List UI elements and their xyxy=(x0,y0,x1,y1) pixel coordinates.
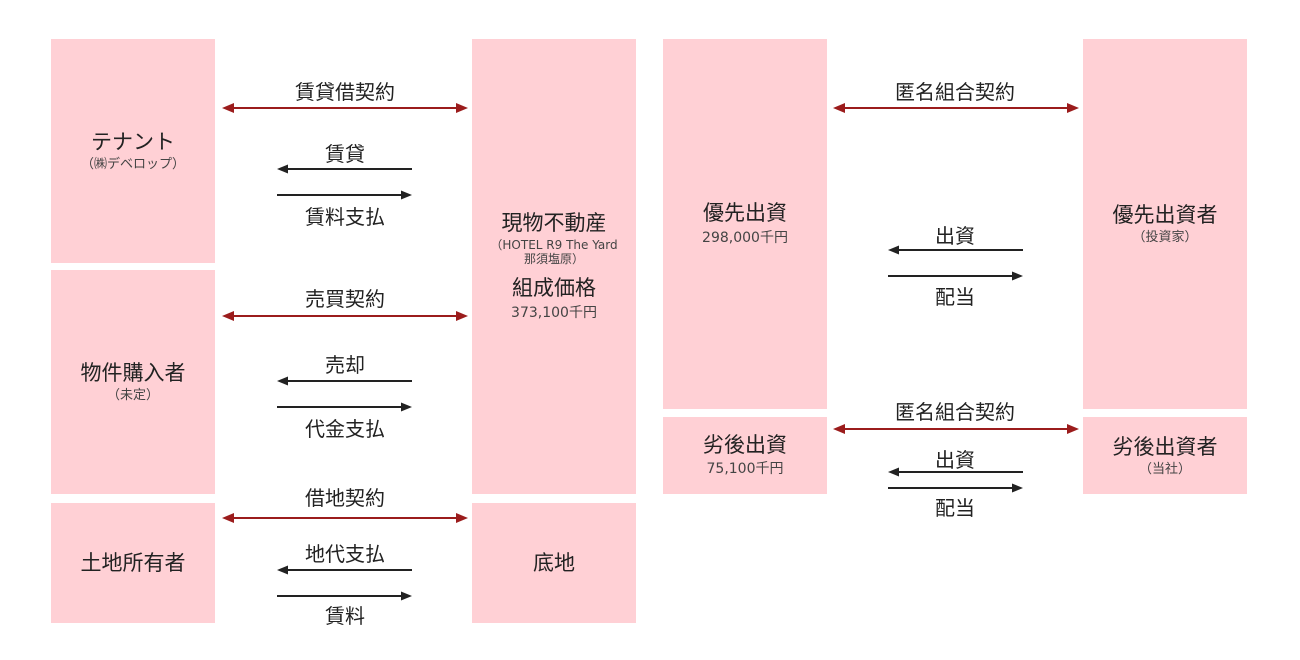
subordinate-equity-box: 劣後出資 75,100千円 xyxy=(663,417,827,494)
property-detail-line2: 那須塩原） xyxy=(523,252,584,266)
senior-investor-name: 優先出資者 xyxy=(1112,203,1218,228)
subordinate-equity-amount: 75,100千円 xyxy=(706,461,784,478)
sub-right-arrow xyxy=(888,483,1023,493)
subordinate-investor-box: 劣後出資者 （当社） xyxy=(1083,417,1247,494)
buyer-sub: （未定） xyxy=(106,388,159,404)
property-price-value: 373,100千円 xyxy=(511,304,597,321)
senior-flow-left-label: 出資 xyxy=(935,224,975,248)
buyer-box: 物件購入者 （未定） xyxy=(51,270,215,494)
subordinate-investor-name: 劣後出資者 xyxy=(1112,434,1218,459)
land-right-arrow xyxy=(277,591,412,601)
land-contract-label: 借地契約 xyxy=(305,486,385,510)
tenant-sub: （㈱デベロップ） xyxy=(80,157,185,173)
subordinate-investor-sub: （当社） xyxy=(1138,461,1191,477)
sale-right-arrow xyxy=(277,402,412,412)
property-detail-line1: （HOTEL R9 The Yard xyxy=(490,237,618,252)
sale-flow-right-label: 代金支払 xyxy=(305,417,385,441)
property-box: 現物不動産 （HOTEL R9 The Yard 那須塩原） 組成価格 373,… xyxy=(472,39,636,494)
lease-contract-label: 賃貸借契約 xyxy=(295,80,395,104)
tk-contract-label-1: 匿名組合契約 xyxy=(895,80,1015,104)
senior-flow-right-label: 配当 xyxy=(935,285,975,309)
sub-flow-right-label: 配当 xyxy=(935,496,975,520)
senior-investor-box: 優先出資者 （投資家） xyxy=(1083,39,1247,409)
lease-flow-right-label: 賃料支払 xyxy=(305,205,385,229)
tk-contract-arrow-1 xyxy=(833,103,1079,113)
tenant-name: テナント xyxy=(91,130,175,155)
senior-equity-name: 優先出資 xyxy=(703,201,787,226)
land-flow-left-label: 地代支払 xyxy=(305,542,385,566)
sale-left-arrow xyxy=(277,376,412,386)
senior-equity-amount: 298,000千円 xyxy=(702,229,788,246)
tenant-box: テナント （㈱デベロップ） xyxy=(51,39,215,263)
land-flow-right-label: 賃料 xyxy=(325,604,365,628)
tk-contract-arrow-2 xyxy=(833,424,1079,434)
landowner-box: 土地所有者 xyxy=(51,503,215,623)
subordinate-equity-name: 劣後出資 xyxy=(703,432,787,457)
sale-contract-label: 売買契約 xyxy=(305,287,385,311)
lease-flow-left-label: 賃貸 xyxy=(325,142,365,166)
landowner-name: 土地所有者 xyxy=(80,550,186,575)
land-contract-arrow xyxy=(222,513,468,523)
lease-right-arrow xyxy=(277,190,412,200)
sub-flow-left-label: 出資 xyxy=(935,448,975,472)
buyer-name: 物件購入者 xyxy=(80,361,186,386)
land-name: 底地 xyxy=(533,550,575,575)
land-box: 底地 xyxy=(472,503,636,623)
land-left-arrow xyxy=(277,565,412,575)
sale-flow-left-label: 売却 xyxy=(325,353,365,377)
tk-contract-label-2: 匿名組合契約 xyxy=(895,400,1015,424)
property-price-label: 組成価格 xyxy=(512,276,596,301)
senior-investor-sub: （投資家） xyxy=(1132,230,1198,246)
senior-right-arrow xyxy=(888,271,1023,281)
sale-contract-arrow xyxy=(222,311,468,321)
senior-equity-box: 優先出資 298,000千円 xyxy=(663,39,827,409)
lease-contract-arrow xyxy=(222,103,468,113)
property-name: 現物不動産 xyxy=(501,211,607,236)
